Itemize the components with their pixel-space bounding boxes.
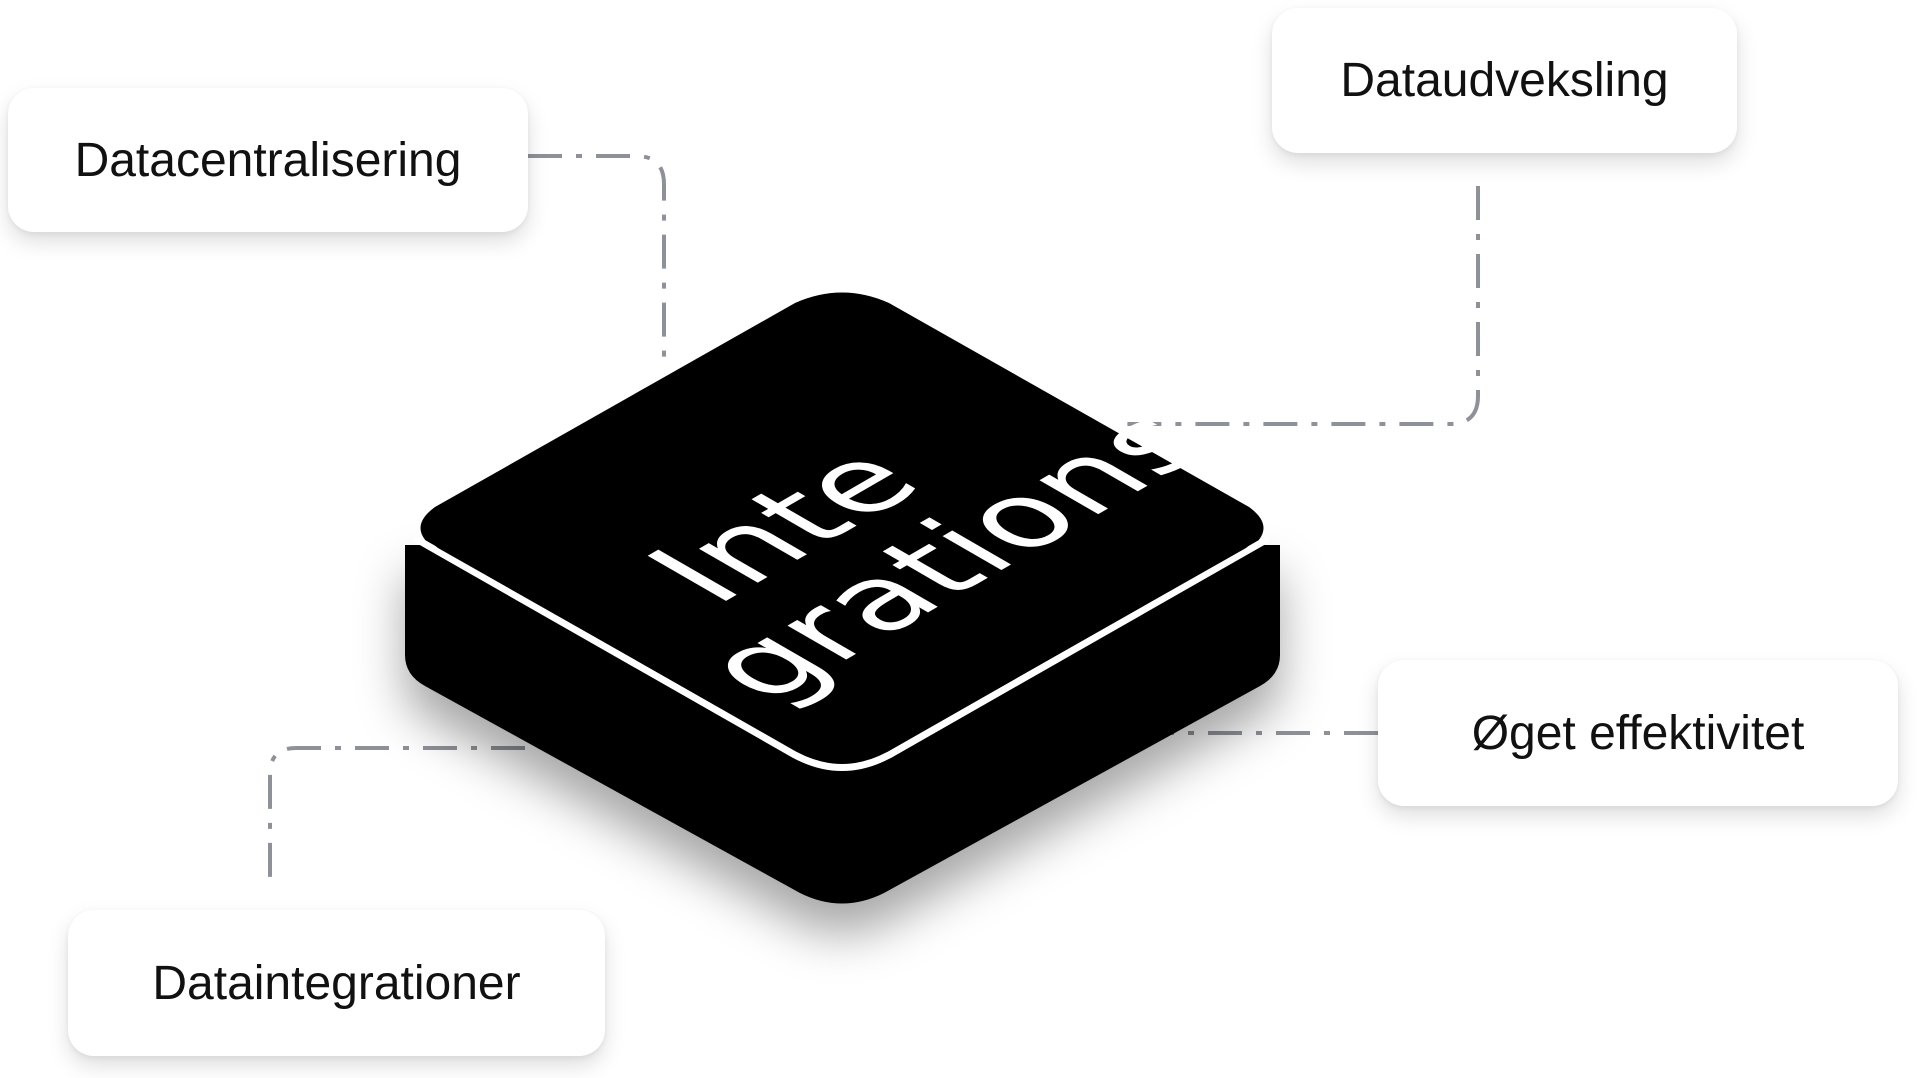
connector-centralization bbox=[528, 154, 666, 364]
card-label: Dataintegrationer bbox=[152, 956, 521, 1010]
card-oget-effektivitet: Øget effektivitet bbox=[1378, 660, 1898, 806]
connector-exchange bbox=[1120, 186, 1480, 426]
card-label: Dataudveksling bbox=[1340, 54, 1669, 107]
card-datacentralisering: Datacentralisering bbox=[8, 88, 528, 232]
card-dataintegrationer: Dataintegrationer bbox=[68, 910, 605, 1056]
card-label: Datacentralisering bbox=[74, 133, 462, 187]
card-dataudveksling: Dataudveksling bbox=[1272, 8, 1737, 153]
card-label: Øget effektivitet bbox=[1471, 706, 1805, 760]
connector-integrations bbox=[268, 746, 525, 878]
